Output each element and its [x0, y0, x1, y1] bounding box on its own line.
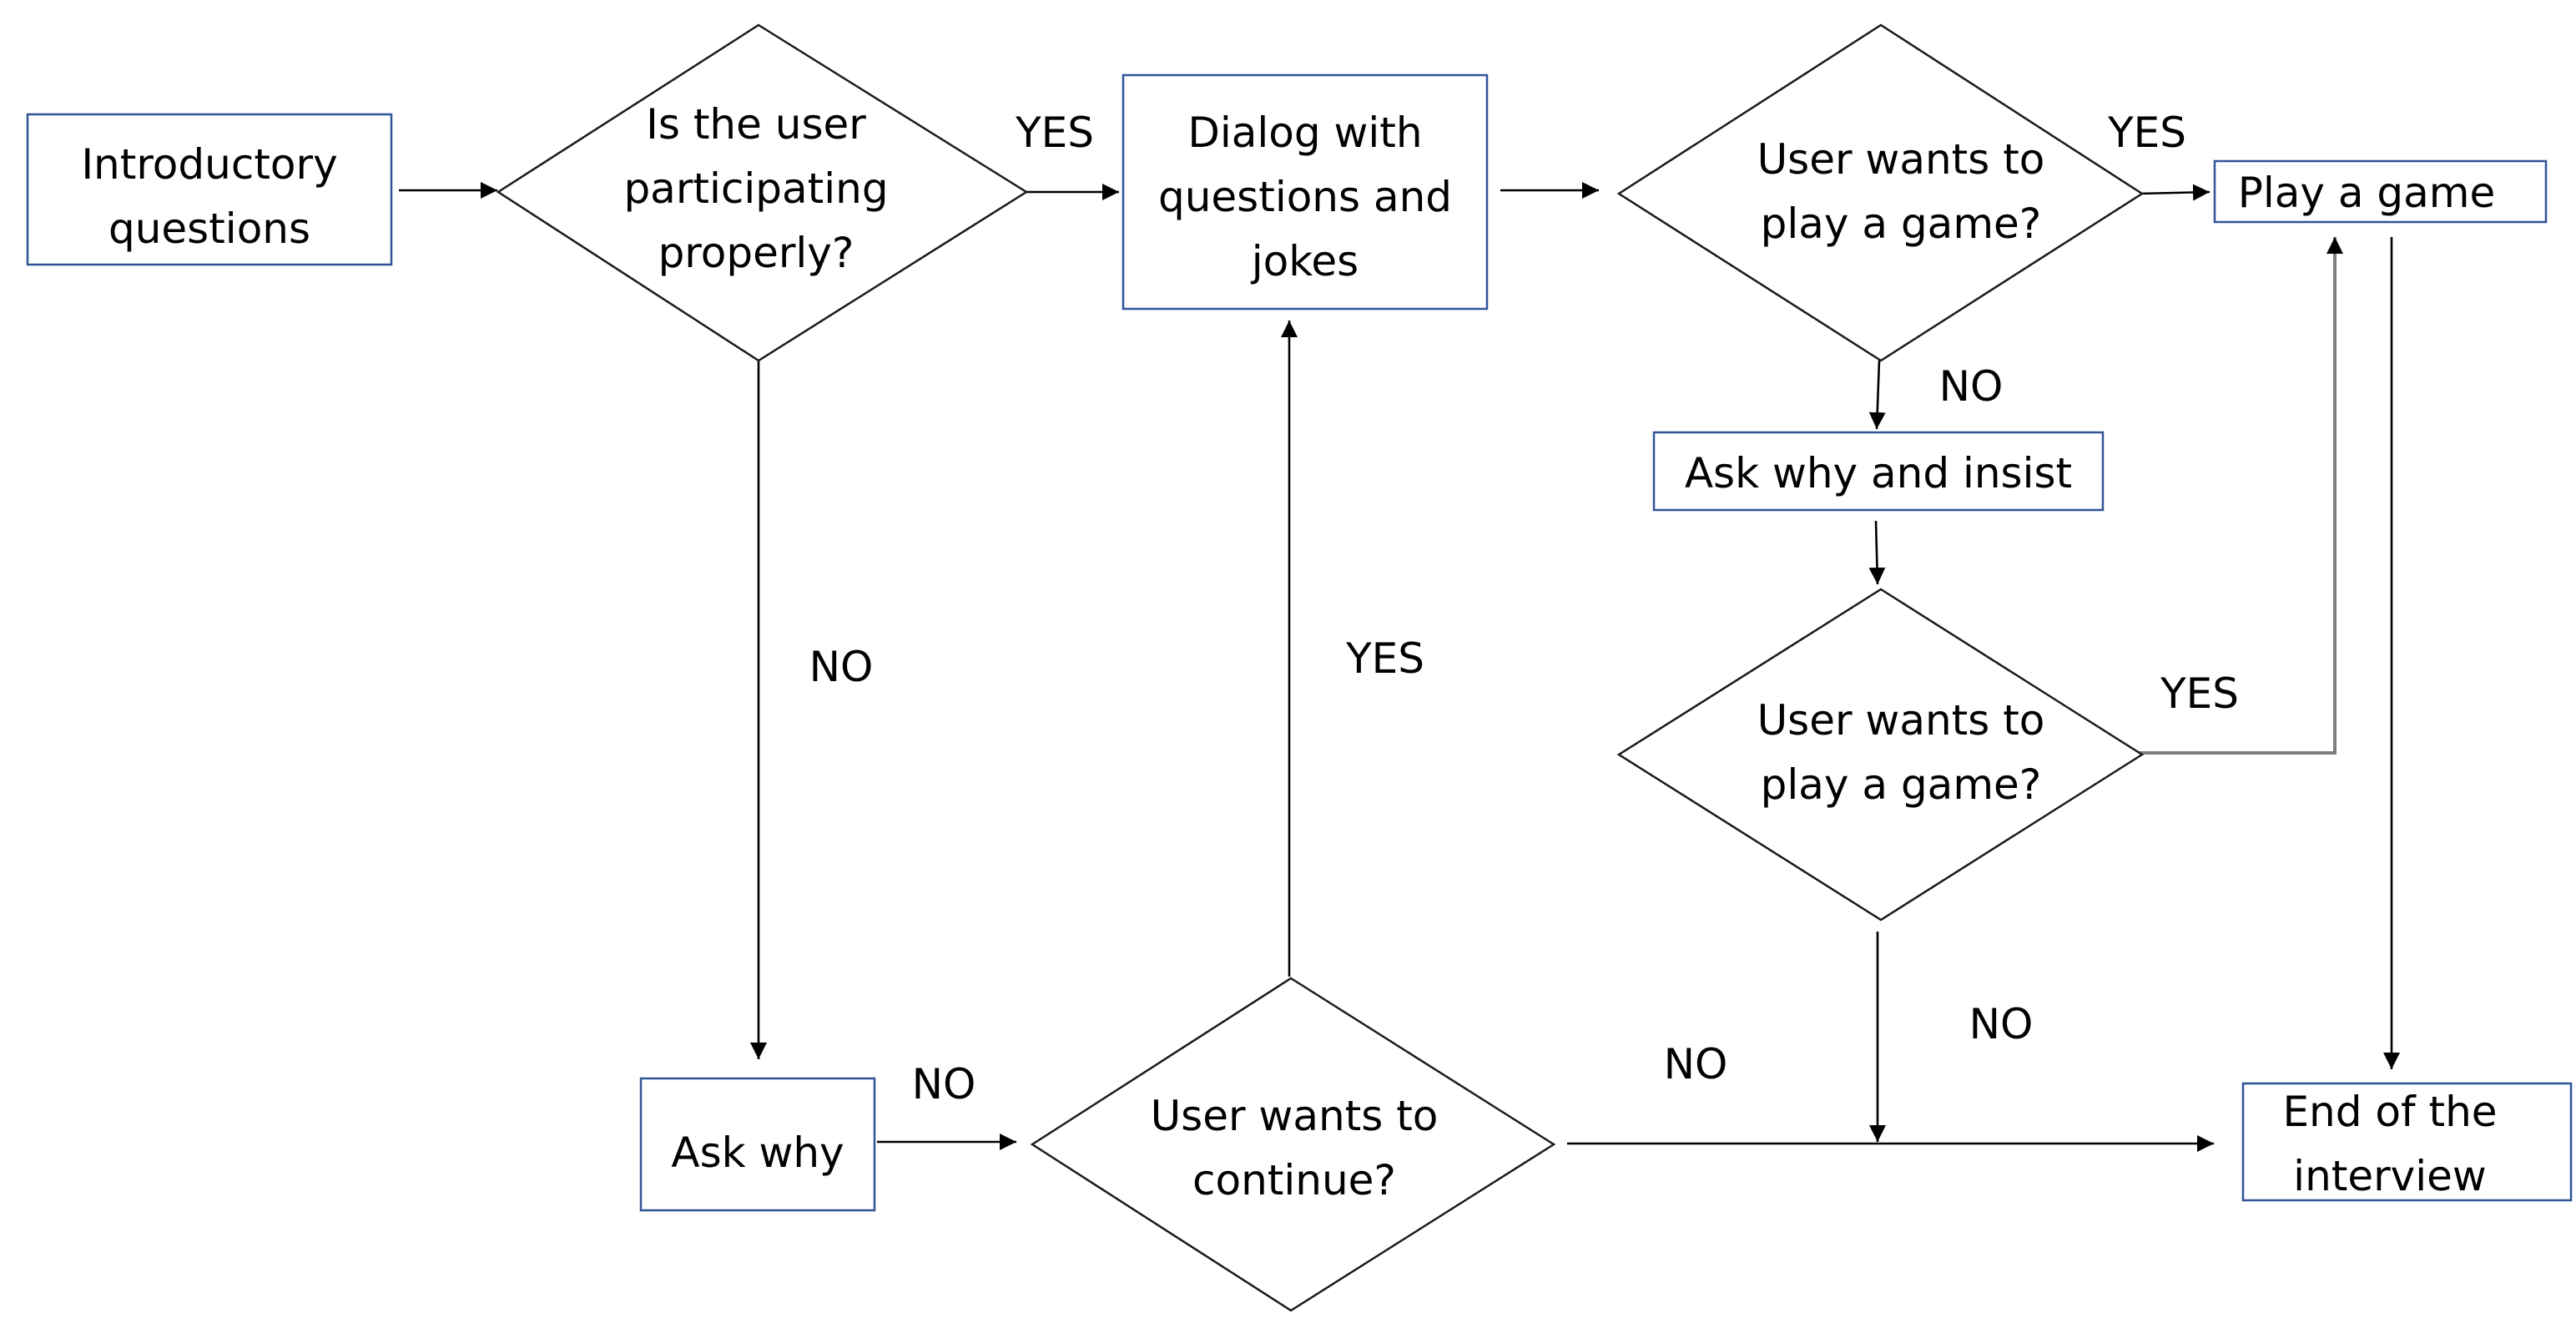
- node-introductory-questions: Introductory questions: [26, 113, 393, 266]
- edges: [399, 182, 2400, 1152]
- node-label: User wants to: [1757, 135, 2045, 184]
- node-play-game: Play a game: [2213, 159, 2548, 224]
- node-label: questions: [108, 205, 310, 253]
- node-label: Is the user: [646, 100, 866, 149]
- node-ask-why: Ask why: [639, 1077, 876, 1212]
- node-dialog: Dialog with questions and jokes: [1122, 73, 1489, 311]
- process-box: [1122, 73, 1489, 311]
- decision-diamond: [496, 23, 1029, 362]
- node-label: Dialog with: [1187, 109, 1422, 157]
- process-box: [26, 113, 393, 266]
- node-label: User wants to: [1151, 1092, 1439, 1140]
- edge-label-game1-no: NO: [1939, 362, 2004, 411]
- node-game-decision-2: User wants to play a game?: [1616, 588, 2145, 922]
- edge-label-participating-no: NO: [809, 643, 874, 691]
- edge-askinsist-to-game2: [1868, 520, 1886, 585]
- node-label: participating: [623, 164, 888, 213]
- decision-diamond: [1616, 23, 2145, 362]
- node-label: play a game?: [1761, 199, 2042, 248]
- process-box: [1652, 431, 2105, 512]
- node-ask-why-insist: Ask why and insist: [1652, 431, 2105, 512]
- edge-label-participating-yes: YES: [1015, 109, 1094, 157]
- process-box: [639, 1077, 876, 1212]
- edge-label-game2-no: NO: [1969, 1000, 2034, 1048]
- node-label: continue?: [1192, 1156, 1396, 1204]
- edge-game1-no-to-askinsist: [1868, 360, 1886, 430]
- edge-label-game2-yes: YES: [2160, 669, 2239, 718]
- node-label: questions and: [1158, 173, 1452, 221]
- node-continue-decision: User wants to continue?: [1030, 977, 1556, 1312]
- node-label: Play a game: [2238, 169, 2496, 217]
- node-label: jokes: [1251, 237, 1359, 285]
- process-box: [2213, 159, 2548, 224]
- node-label: User wants to: [1757, 696, 2045, 745]
- edge-label-continue-no: NO: [1664, 1040, 1728, 1088]
- node-participating-decision: Is the user participating properly?: [496, 23, 1029, 362]
- edge-game2-yes-to-playgame: [2139, 237, 2343, 755]
- node-label: play a game?: [1761, 760, 2042, 809]
- node-end-interview: End of the interview: [2241, 1082, 2573, 1202]
- edge-game1-yes-to-playgame: [2138, 184, 2211, 201]
- decision-diamond: [1616, 588, 2145, 922]
- node-label: Introductory: [81, 140, 337, 189]
- edge-label-game1-yes: YES: [2107, 109, 2186, 157]
- node-label: properly?: [658, 229, 854, 277]
- edge-label-askwhy-no: NO: [912, 1060, 976, 1108]
- node-label: End of the: [2282, 1088, 2497, 1136]
- node-label: interview: [2293, 1152, 2487, 1200]
- node-game-decision-1: User wants to play a game?: [1616, 23, 2145, 362]
- edge-labels: YES NO YES NO YES NO YES NO NO: [809, 109, 2239, 1108]
- process-box: [2241, 1082, 2573, 1202]
- decision-diamond: [1030, 977, 1556, 1312]
- node-label: Ask why: [671, 1129, 844, 1177]
- edge-label-continue-yes: YES: [1345, 634, 1424, 683]
- node-label: Ask why and insist: [1685, 449, 2072, 497]
